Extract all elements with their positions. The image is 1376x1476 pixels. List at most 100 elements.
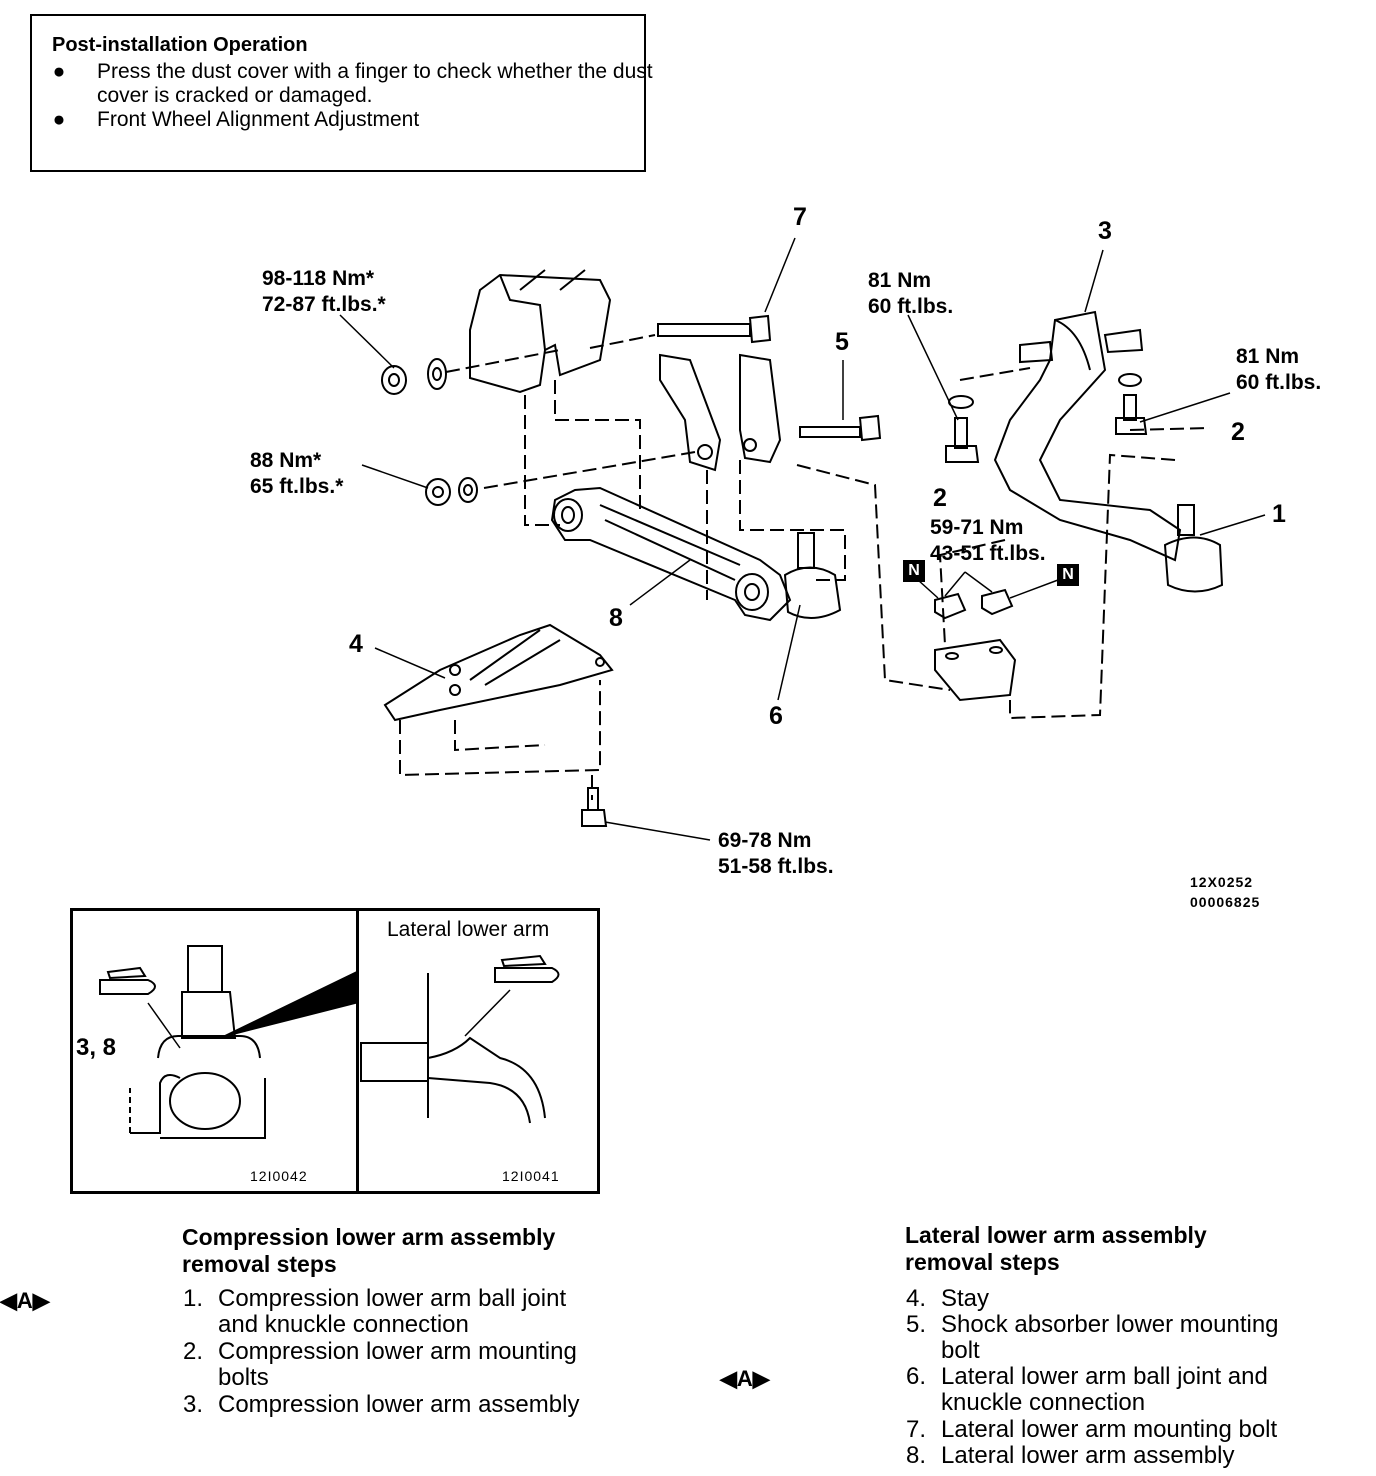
- steps-title-line: removal steps: [182, 1251, 337, 1277]
- inset-drawings: [99, 945, 560, 1139]
- step-text: Stay: [941, 1286, 989, 1312]
- step-text: Lateral lower arm assembly: [941, 1443, 1234, 1469]
- step-number: 8.: [906, 1442, 927, 1469]
- torque-nm: 81 Nm: [1236, 345, 1300, 368]
- bullet-icon: ●: [52, 60, 66, 83]
- callout-8: 8: [609, 604, 623, 632]
- list-item: 4. Stay: [906, 1286, 1356, 1312]
- service-point-marker: ◀A▶: [720, 1366, 770, 1391]
- callout-5: 5: [835, 328, 849, 356]
- bolt-2-left: [945, 395, 980, 463]
- inspection-inset: [70, 908, 600, 1194]
- inset-title: Lateral lower arm: [387, 918, 550, 941]
- steps-title-line: Lateral lower arm assembly: [905, 1222, 1207, 1248]
- step-number: 3.: [183, 1391, 204, 1418]
- guide-lines: [399, 367, 1211, 800]
- torque-ftlbs: 60 ft.lbs.: [868, 295, 954, 318]
- list-item: 1. Compression lower arm ball joint and …: [183, 1286, 643, 1338]
- self-locking-nuts: [934, 588, 1014, 620]
- step-text: Compression lower arm ball joint and knu…: [218, 1286, 566, 1338]
- step-text-line: Lateral lower arm assembly: [941, 1442, 1235, 1469]
- torque-label: 81 Nm 60 ft.lbs.: [868, 268, 953, 320]
- step-number: 2.: [183, 1338, 204, 1365]
- ball-joint-1: [1163, 504, 1224, 593]
- finger-icon: [494, 954, 560, 983]
- ball-joint-6: [783, 532, 842, 619]
- callout-1: 1: [1272, 500, 1286, 528]
- list-item: 7. Lateral lower arm mounting bolt: [906, 1417, 1356, 1443]
- step-number: 6.: [906, 1363, 927, 1390]
- bullet-icon: ●: [52, 108, 66, 131]
- torque-nm: 69-78 Nm: [718, 829, 812, 852]
- torque-label: 88 Nm* 65 ft.lbs.*: [250, 448, 343, 500]
- torque-nm: 98-118 Nm*: [262, 267, 375, 290]
- nut-washer-mid-left: [425, 477, 478, 506]
- bolt-7: [589, 314, 772, 349]
- step-text-line: Compression lower arm assembly: [218, 1391, 580, 1418]
- step-number: 7.: [906, 1416, 927, 1443]
- step-text: Lateral lower arm mounting bolt: [941, 1417, 1277, 1443]
- torque-ftlbs: 43-51 ft.lbs.: [930, 542, 1046, 565]
- torque-label: 98-118 Nm* 72-87 ft.lbs.*: [262, 266, 386, 318]
- torque-ftlbs: 65 ft.lbs.*: [250, 475, 344, 498]
- callout-6: 6: [769, 702, 783, 730]
- finger-icon: [99, 966, 156, 995]
- leader-lines: [339, 237, 1266, 841]
- figure-code: 12X0252 00006825: [1190, 872, 1260, 912]
- torque-nm: 88 Nm*: [250, 449, 322, 472]
- torque-nm: 81 Nm: [868, 269, 932, 292]
- callout-3: 3: [1098, 217, 1112, 245]
- inset-part-label: 3, 8: [76, 1034, 117, 1061]
- nut-washer-top-left: [381, 349, 561, 395]
- bolt-2-right: [1115, 373, 1148, 435]
- post-installation-notice: Post-installation Operation ● Press the …: [30, 14, 653, 172]
- inset-divider: [356, 908, 359, 1194]
- torque-ftlbs: 51-58 ft.lbs.: [718, 855, 834, 878]
- callout-2: 2: [1231, 418, 1245, 446]
- step-text-line: Compression lower arm ball joint: [218, 1285, 567, 1312]
- step-text-line: Lateral lower arm ball joint and: [941, 1363, 1268, 1390]
- ball-joint-section: [129, 945, 266, 1139]
- step-text: Lateral lower arm ball joint and knuckle…: [941, 1364, 1268, 1416]
- step-number: 1.: [183, 1285, 204, 1312]
- torque-ftlbs: 60 ft.lbs.: [1236, 371, 1322, 394]
- bolt-5: [799, 414, 882, 442]
- step-text-line: Compression lower arm mounting: [218, 1338, 577, 1365]
- compression-steps-title: Compression lower arm assembly removal s…: [182, 1224, 555, 1278]
- list-item: 6. Lateral lower arm ball joint and knuc…: [906, 1364, 1356, 1416]
- notice-item-text: Front Wheel Alignment Adjustment: [97, 108, 420, 131]
- step-text: Shock absorber lower mounting bolt: [941, 1312, 1279, 1364]
- compression-lower-arm: [993, 310, 1182, 562]
- knuckle-bracket: [934, 638, 1017, 702]
- step-text-line: Stay: [941, 1285, 990, 1312]
- list-item: 8. Lateral lower arm assembly: [906, 1443, 1356, 1469]
- figure-code-line: 00006825: [1190, 894, 1261, 910]
- inset-code: 12I0042: [250, 1168, 308, 1184]
- callout-4: 4: [349, 630, 363, 658]
- torque-label: 69-78 Nm 51-58 ft.lbs.: [718, 828, 834, 880]
- service-point-marker: ◀A▶: [0, 1288, 50, 1313]
- nut-marker: N: [903, 560, 925, 582]
- steps-title-line: removal steps: [905, 1249, 1060, 1275]
- figure-code-line: 12X0252: [1190, 874, 1254, 890]
- lateral-lower-arm: [550, 486, 792, 622]
- torque-nm: 59-71 Nm: [930, 516, 1024, 539]
- inset-code: 12I0041: [502, 1168, 560, 1184]
- step-text: Compression lower arm assembly: [218, 1392, 579, 1418]
- step-text-line: knuckle connection: [941, 1389, 1146, 1416]
- notice-title: Post-installation Operation: [52, 34, 308, 56]
- suspension-exploded-diagram: [339, 237, 1266, 841]
- hanger-bracket: [659, 353, 782, 472]
- list-item: 5. Shock absorber lower mounting bolt: [906, 1312, 1356, 1364]
- step-text-line: Lateral lower arm mounting bolt: [941, 1416, 1278, 1443]
- step-text-line: and knuckle connection: [218, 1311, 469, 1338]
- torque-ftlbs: 72-87 ft.lbs.*: [262, 293, 386, 316]
- callout-2: 2: [933, 484, 947, 512]
- notice-item-text: Press the dust cover with a finger to ch…: [97, 60, 653, 107]
- lateral-steps-title: Lateral lower arm assembly removal steps: [905, 1222, 1207, 1276]
- step-text-line: bolt: [941, 1337, 980, 1364]
- callout-7: 7: [793, 203, 807, 231]
- lateral-arm-section: [360, 973, 546, 1124]
- step-text-line: Shock absorber lower mounting: [941, 1311, 1279, 1338]
- step-text: Compression lower arm mounting bolts: [218, 1339, 577, 1391]
